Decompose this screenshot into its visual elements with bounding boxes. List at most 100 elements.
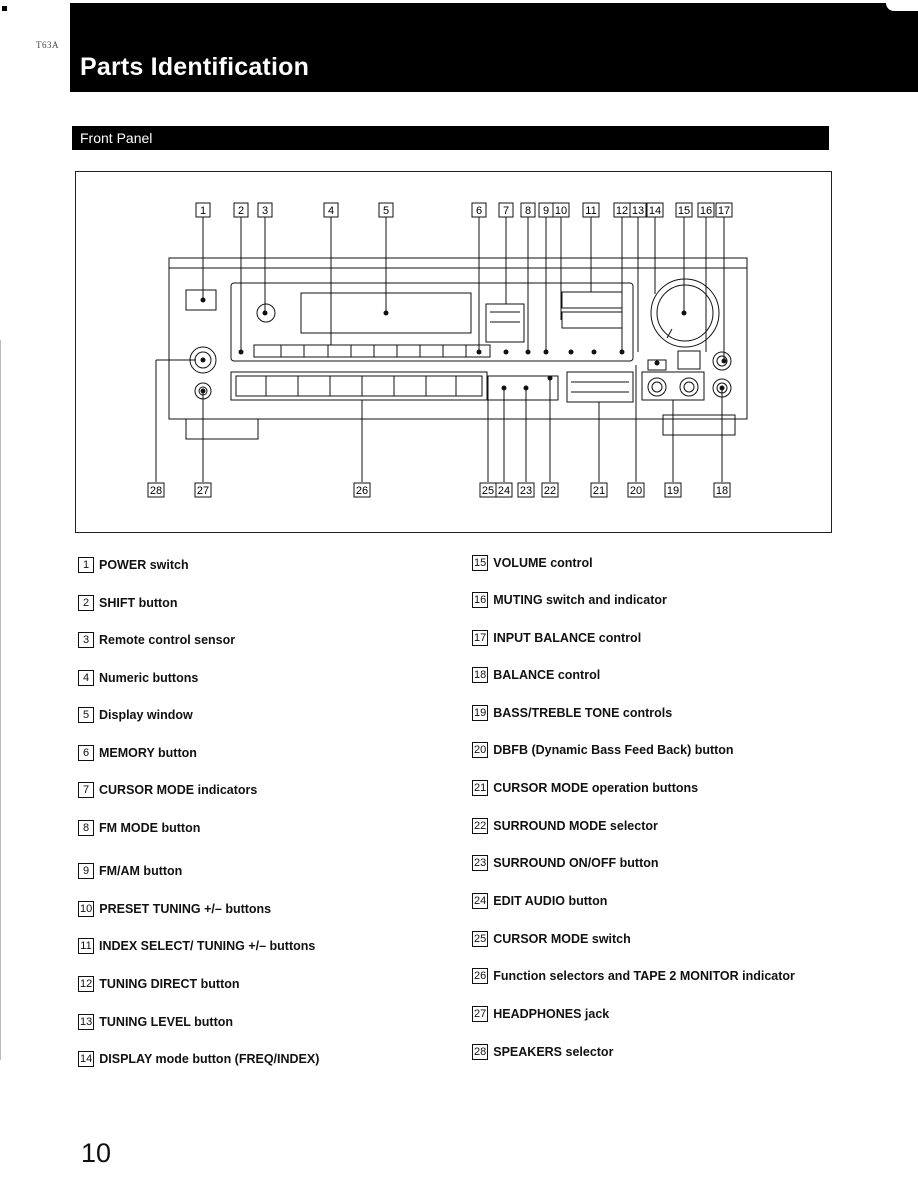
legend-number-box: 19: [472, 705, 489, 721]
legend-label: DISPLAY mode button (FREQ/INDEX): [99, 1052, 320, 1066]
legend-label: INPUT BALANCE control: [493, 631, 642, 645]
legend-label: MUTING switch and indicator: [493, 593, 667, 607]
legend-number-box: 22: [472, 818, 489, 834]
callout-number-28: 28: [150, 485, 162, 497]
callout-box-17: [715, 202, 733, 218]
page-number: 10: [81, 1138, 112, 1168]
legend-number-box: 17: [472, 630, 489, 646]
legend-number-box: 28: [472, 1044, 489, 1060]
left-foot: [185, 418, 259, 440]
callout-box-26: [353, 482, 371, 498]
legend-label: Remote control sensor: [99, 633, 236, 647]
legend-number-box: 14: [78, 1051, 95, 1067]
legend-number-box: 18: [472, 667, 489, 683]
callout-number-24: 24: [498, 485, 510, 497]
legend-label: SURROUND MODE selector: [493, 819, 658, 833]
legend-label: MEMORY button: [99, 746, 197, 760]
callout-number-5: 5: [383, 205, 389, 217]
callout-box-19: [664, 482, 682, 498]
receiver-chassis: [168, 257, 748, 420]
legend-number-box: 8: [78, 820, 94, 836]
legend-label: BASS/TREBLE TONE controls: [493, 706, 673, 720]
legend-number-box: 25: [472, 931, 489, 947]
margin-rule: [0, 340, 1, 1060]
legend-label: CURSOR MODE indicators: [99, 783, 258, 797]
remote-sensor-shape: [256, 303, 276, 323]
callout-number-3: 3: [262, 205, 268, 217]
callout-number-13: 13: [632, 205, 644, 217]
power-switch-shape: [185, 289, 217, 311]
legend-number-box: 11: [78, 938, 94, 954]
callout-box-28: [147, 482, 165, 498]
callout-box-15: [675, 202, 693, 218]
callout-box-5: [378, 202, 394, 218]
legend-item-26: 26 Function selectors and TAPE 2 MONITOR …: [472, 968, 795, 984]
callout-number-9: 9: [543, 205, 549, 217]
legend-label: Function selectors and TAPE 2 MONITOR in…: [493, 969, 795, 983]
callout-box-20: [627, 482, 645, 498]
legend-number-box: 16: [472, 592, 489, 608]
cursor-operation-shape: [566, 371, 634, 403]
legend-item-14: 14 DISPLAY mode button (FREQ/INDEX): [78, 1051, 319, 1067]
callout-number-4: 4: [328, 205, 334, 217]
legend-item-27: 27 HEADPHONES jack: [472, 1006, 609, 1022]
callout-box-2: [233, 202, 249, 218]
legend-item-13: 13 TUNING LEVEL button: [78, 1014, 233, 1030]
legend-number-box: 24: [472, 893, 489, 909]
callout-number-6: 6: [476, 205, 482, 217]
legend-item-5: 5 Display window: [78, 707, 193, 723]
callout-box-14: [646, 202, 664, 218]
callout-box-6: [471, 202, 487, 218]
callout-box-27: [194, 482, 212, 498]
document-code: T63A: [36, 40, 59, 50]
function-selectors-shape: [230, 371, 488, 401]
legend-item-16: 16 MUTING switch and indicator: [472, 592, 667, 608]
legend-number-box: 13: [78, 1014, 95, 1030]
callout-number-17: 17: [718, 205, 730, 217]
legend-label: SHIFT button: [99, 596, 178, 610]
registration-mark: [2, 6, 7, 11]
callout-number-18: 18: [716, 485, 728, 497]
legend-number-box: 10: [78, 901, 95, 917]
legend-label: CURSOR MODE switch: [493, 932, 631, 946]
legend-number-box: 9: [78, 863, 94, 879]
legend-label: BALANCE control: [493, 668, 601, 682]
legend-label: INDEX SELECT/ TUNING +/– buttons: [99, 939, 316, 953]
legend-number-box: 5: [78, 707, 94, 723]
legend-label: SPEAKERS selector: [493, 1045, 614, 1059]
callout-number-22: 22: [544, 485, 556, 497]
legend-label: HEADPHONES jack: [493, 1007, 610, 1021]
legend-label: Display window: [99, 708, 193, 722]
legend-label: EDIT AUDIO button: [493, 894, 608, 908]
legend-number-box: 1: [78, 557, 94, 573]
front-panel-illustration: 1234567891011121314151617181920212223242…: [147, 202, 748, 498]
legend-number-box: 27: [472, 1006, 489, 1022]
callout-box-25: [479, 482, 497, 498]
legend-number-box: 26: [472, 968, 489, 984]
callout-number-8: 8: [525, 205, 531, 217]
callout-box-8: [520, 202, 536, 218]
legend-label: TUNING LEVEL button: [99, 1015, 234, 1029]
cursor-indicators-shape: [485, 303, 525, 343]
legend-label: FM/AM button: [99, 864, 183, 878]
callout-box-22: [541, 482, 559, 498]
right-foot: [662, 414, 736, 436]
callout-number-15: 15: [678, 205, 690, 217]
callout-number-21: 21: [593, 485, 605, 497]
callout-box-1: [195, 202, 211, 218]
legend-item-18: 18 BALANCE control: [472, 667, 600, 683]
callout-number-23: 23: [520, 485, 532, 497]
tone-controls-shape: [641, 371, 705, 401]
callout-number-16: 16: [700, 205, 712, 217]
legend-number-box: 2: [78, 595, 94, 611]
callout-box-7: [498, 202, 514, 218]
